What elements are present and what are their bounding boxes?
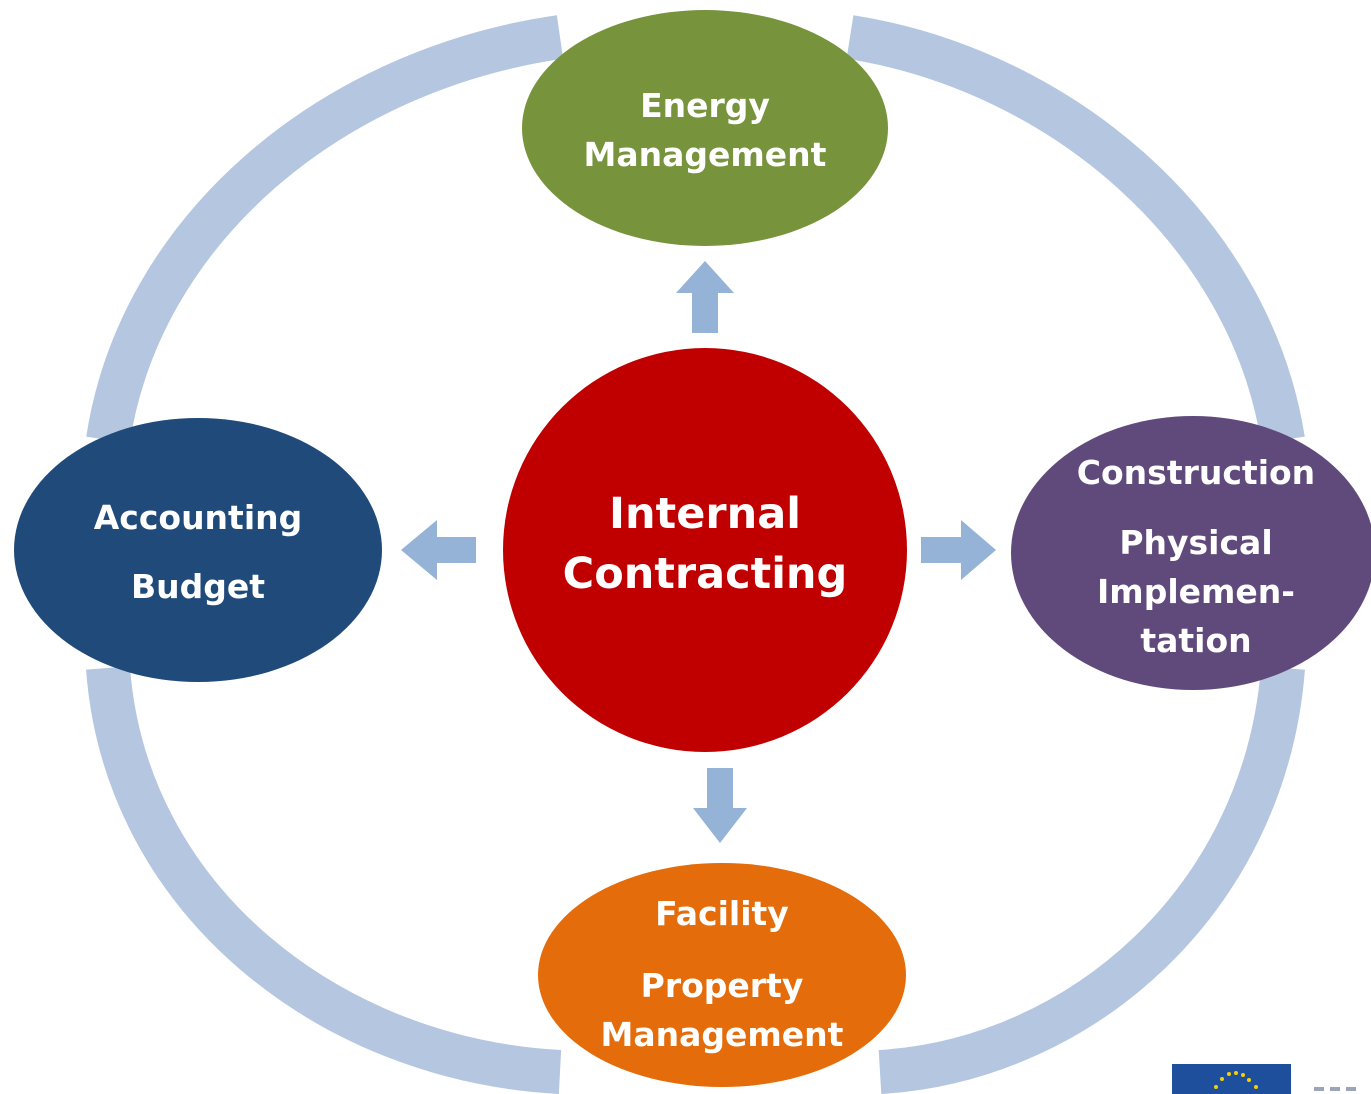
eu-flag-icon (1172, 1064, 1356, 1094)
ring-segment-top-left (86, 15, 564, 444)
tation-label: tation (1140, 621, 1251, 660)
arrow-down (693, 768, 747, 843)
arrow-right (921, 520, 996, 580)
construction-node (1011, 416, 1371, 690)
management-label: Management (601, 1015, 844, 1054)
implemen-label: Implemen- (1097, 572, 1295, 611)
energy-management-node (522, 10, 888, 246)
facility-node (538, 863, 906, 1087)
energy-label-line2: Management (584, 135, 827, 174)
center-label-line1: Internal (609, 489, 801, 539)
budget-label: Budget (131, 567, 265, 606)
facility-label: Facility (655, 894, 789, 933)
internal-contracting-node (503, 348, 907, 752)
ring-segment-bottom-left (86, 666, 562, 1094)
arrow-left (401, 520, 476, 580)
center-label-line2: Contracting (563, 549, 848, 599)
ring-segment-bottom-right (878, 666, 1305, 1094)
arrow-up (676, 261, 734, 333)
property-label: Property (641, 966, 804, 1005)
ring-segment-top-right (846, 15, 1305, 444)
energy-label-line1: Energy (640, 86, 770, 125)
accounting-budget-node (14, 418, 382, 682)
construction-label: Construction (1077, 453, 1315, 492)
accounting-label: Accounting (94, 498, 303, 537)
physical-label: Physical (1119, 523, 1272, 562)
